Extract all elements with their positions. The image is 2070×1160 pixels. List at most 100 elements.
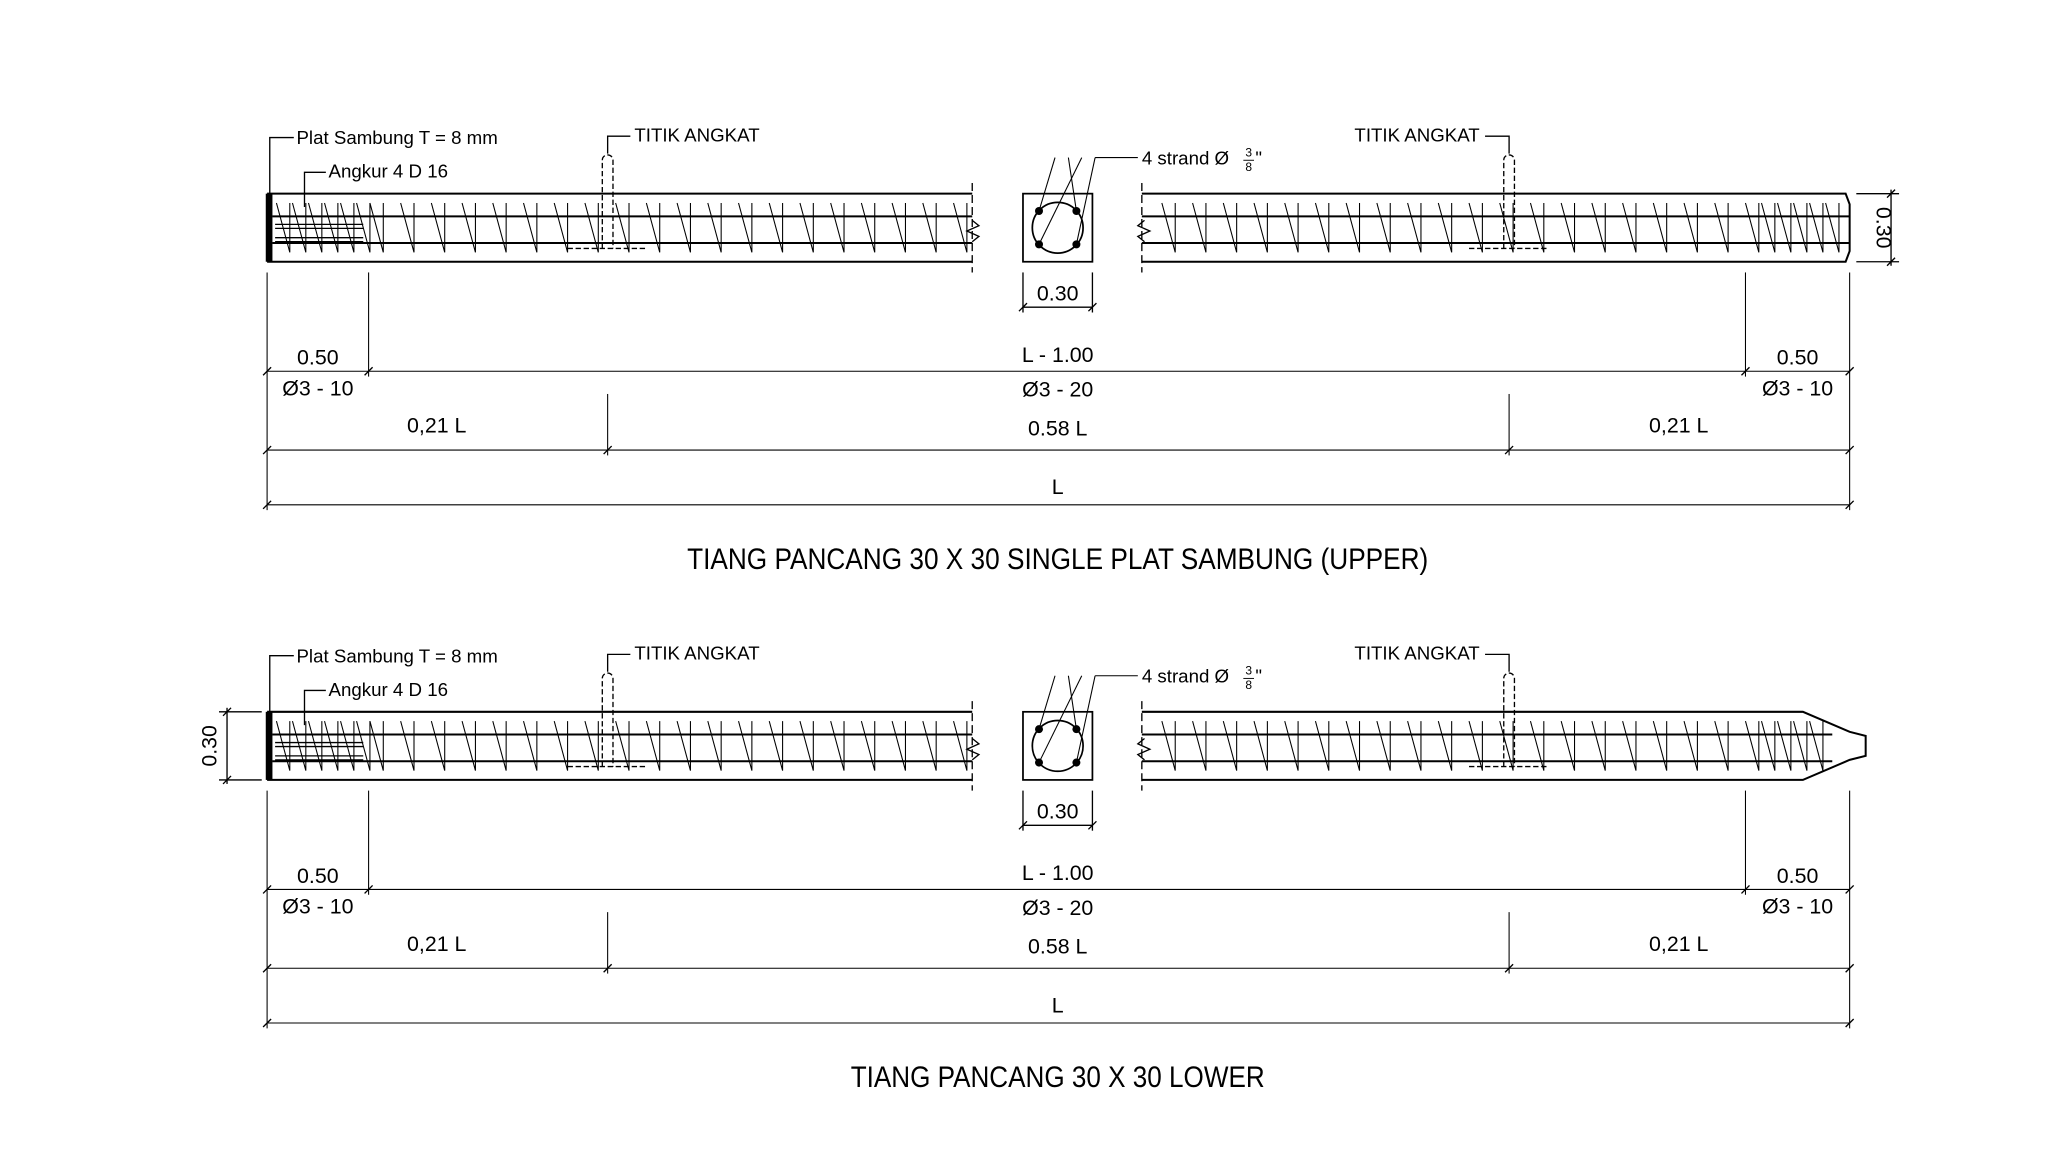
- strand-fraction-denominator: 8: [1245, 160, 1252, 174]
- pile-height-dim: 0.30: [197, 725, 221, 767]
- break-symbol: [1136, 738, 1152, 761]
- spiral-turn: [324, 721, 339, 771]
- spiral-turn: [891, 202, 906, 253]
- strand-leader: [1038, 675, 1083, 763]
- spiral-turn: [922, 721, 937, 771]
- strand-leader: [1075, 157, 1096, 245]
- strand-label: 4 strand Ø: [1142, 665, 1229, 686]
- spiral-turn: [953, 202, 968, 253]
- pile-pointed-tip: [1141, 710, 1867, 781]
- spiral-turn: [275, 202, 291, 253]
- leader-line: [606, 135, 631, 154]
- spiral-turn: [768, 721, 784, 771]
- spiral-turn: [1407, 721, 1422, 771]
- spiral-turn: [1793, 202, 1808, 253]
- total-length: L: [1052, 475, 1064, 499]
- middle-spiral: Ø3 - 20: [1022, 896, 1093, 920]
- dimension-tick: [1886, 189, 1896, 199]
- pile-height-dim: 0.30: [1871, 207, 1895, 249]
- plate-sambung: [265, 711, 273, 780]
- spiral-turn: [1652, 721, 1668, 771]
- dimension-tick: [1018, 302, 1028, 312]
- spiral-turn: [1314, 721, 1330, 771]
- end-left-spiral: Ø3 - 10: [282, 894, 353, 918]
- spiral-turn: [676, 202, 691, 253]
- spiral-turn: [1622, 202, 1637, 253]
- spiral-turn: [369, 721, 384, 771]
- spiral-turn: [799, 202, 814, 253]
- dimension-tick: [1504, 445, 1514, 455]
- dimension-tick: [262, 500, 272, 510]
- spiral-turn: [340, 721, 355, 771]
- dimension-tick: [1845, 963, 1855, 973]
- spiral-turn: [1591, 202, 1606, 253]
- spiral-turn: [1284, 721, 1299, 771]
- middle-spiral: Ø3 - 20: [1022, 378, 1093, 402]
- spiral-turn: [1314, 202, 1330, 253]
- spiral-turn: [400, 202, 415, 253]
- dimension-tick: [1087, 820, 1097, 830]
- dimension-tick: [1845, 366, 1855, 376]
- strand-fraction-numerator: 3: [1245, 145, 1252, 159]
- dimension-tick: [222, 775, 232, 785]
- spiral-turn: [1407, 202, 1422, 253]
- spiral-turn: [1499, 721, 1514, 771]
- strand-inch-mark: ": [1255, 665, 1262, 686]
- strand-leader: [1075, 675, 1096, 763]
- spiral-turn: [860, 721, 876, 771]
- dimension-tick: [262, 445, 272, 455]
- spiral-turn: [1760, 721, 1776, 771]
- spiral-turn: [1345, 202, 1361, 253]
- spiral-turn: [1468, 721, 1483, 771]
- spiral-turn: [707, 202, 722, 253]
- spiral-turn: [738, 202, 753, 253]
- dimension-tick: [222, 707, 232, 717]
- spiral-turn: [1777, 202, 1792, 253]
- leader-line: [606, 653, 631, 672]
- pile-cross-section: [1022, 192, 1094, 263]
- spiral-turn: [738, 721, 753, 771]
- plate-sambung-label: Plat Sambung T = 8 mm: [296, 645, 497, 666]
- spiral-turn: [553, 202, 569, 253]
- lifting-hook: [601, 672, 614, 767]
- spiral-turn: [830, 202, 845, 253]
- spiral-turn: [799, 721, 814, 771]
- segment-right-length: 0,21 L: [1649, 414, 1709, 438]
- dimension-tick: [1886, 257, 1896, 267]
- spiral-turn: [461, 721, 476, 771]
- spiral-turn: [553, 721, 569, 771]
- lifting-hook: [1503, 672, 1516, 767]
- middle-length: L - 1.00: [1022, 861, 1094, 885]
- spiral-turn: [307, 202, 323, 253]
- spiral-turn: [707, 721, 722, 771]
- titik-angkat-label: TITIK ANGKAT: [1354, 643, 1479, 664]
- pile-right-end: [1141, 192, 1851, 263]
- spiral-turn: [356, 202, 371, 253]
- spiral-turn: [584, 202, 599, 253]
- dimension-tick: [262, 1018, 272, 1028]
- plate-sambung-label: Plat Sambung T = 8 mm: [296, 127, 497, 148]
- titik-angkat-label: TITIK ANGKAT: [634, 643, 759, 664]
- spiral-turn: [1760, 202, 1776, 253]
- dimension-tick: [1740, 884, 1750, 894]
- lower-pile-drawing: TITIK ANGKAT TITIK ANGKAT Plat Sambung T =…: [197, 643, 1867, 1094]
- end-right-spiral: Ø3 - 10: [1762, 894, 1833, 918]
- strand-leader: [1038, 157, 1083, 245]
- end-right-length: 0.50: [1777, 346, 1819, 370]
- total-length: L: [1052, 993, 1064, 1017]
- spiral-turn: [1683, 721, 1698, 771]
- break-symbol: [1136, 219, 1152, 243]
- dimension-tick: [262, 963, 272, 973]
- spiral-turn: [768, 202, 784, 253]
- spiral-turn: [492, 721, 507, 771]
- drawing-title: TIANG PANCANG 30 X 30 SINGLE PLAT SAMBUN…: [687, 543, 1428, 576]
- dimension-tick: [364, 366, 374, 376]
- spiral-turn: [1591, 721, 1606, 771]
- strand-label: 4 strand Ø: [1142, 147, 1229, 168]
- spiral-turn: [1345, 721, 1361, 771]
- lifting-hook: [601, 154, 614, 249]
- spiral-turn: [1683, 202, 1698, 253]
- leader-line: [303, 171, 326, 207]
- spiral-turn: [676, 721, 691, 771]
